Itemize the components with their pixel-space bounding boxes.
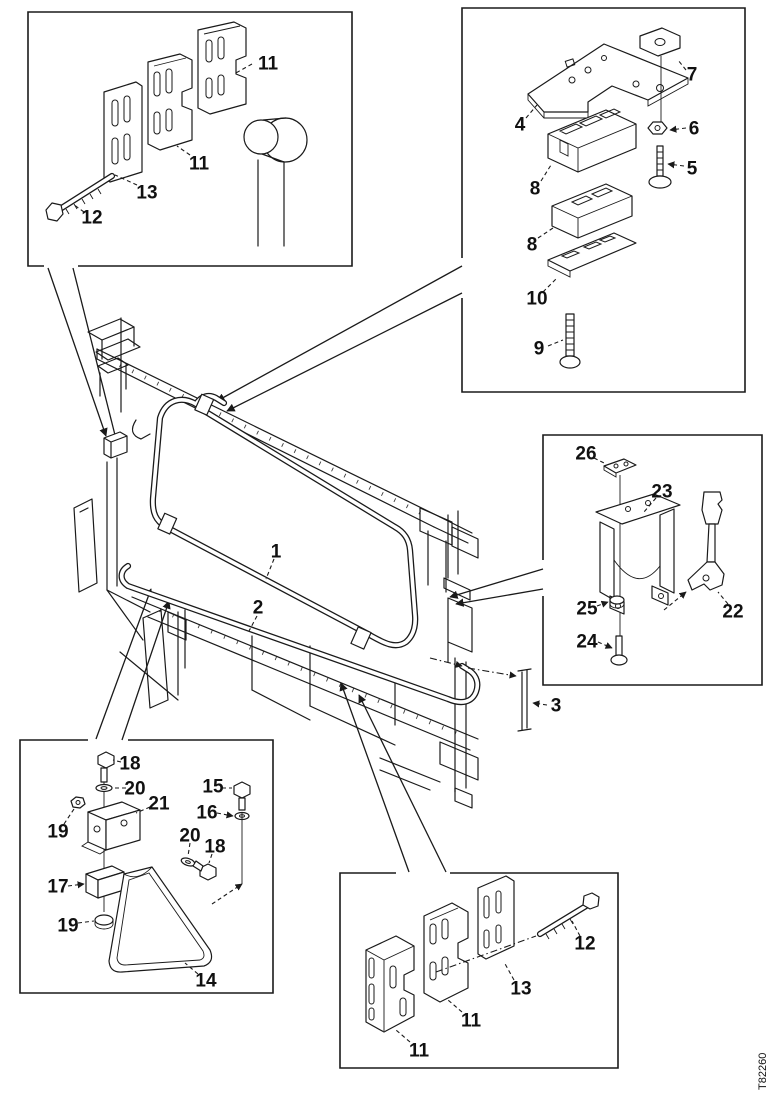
lower-frame (132, 597, 478, 808)
bolt-15 (234, 782, 250, 810)
callout-label-8-8: 8 (530, 179, 541, 200)
plate-13-2 (478, 876, 514, 959)
bolt-5 (649, 146, 671, 188)
harness-2 (122, 566, 478, 702)
plate-13 (104, 82, 142, 182)
callout-label-24-15: 24 (576, 632, 598, 653)
bottom-left-callout-leaders (64, 760, 234, 974)
detail-box-top-left (28, 12, 352, 266)
callout-label-11-1: 11 (189, 154, 210, 175)
nut-19-top (71, 797, 85, 808)
callout-label-18-27: 18 (204, 837, 225, 858)
pad-11-middle2 (424, 903, 468, 1002)
detail-box-middle-right (543, 435, 762, 685)
detail-box-bottom-left (20, 740, 273, 993)
bolt-12-2 (436, 893, 599, 972)
top-left-callout-leaders (73, 64, 252, 212)
callout-label-18-20: 18 (119, 754, 140, 775)
callout-label-1-17: 1 (271, 542, 282, 563)
pad-11-middle (148, 54, 192, 150)
callout-label-4-5: 4 (515, 115, 526, 136)
callout-label-13-32: 13 (510, 979, 531, 1000)
detail-leader-lines (48, 266, 543, 872)
callout-label-20-21: 20 (124, 779, 145, 800)
mirror-14 (109, 867, 212, 972)
callout-label-10-10: 10 (526, 289, 547, 310)
plate-10 (548, 233, 636, 277)
detail-bottom-left-parts (64, 752, 250, 974)
knob-connector (244, 118, 307, 246)
figure-code: T82260 (757, 1053, 769, 1090)
nut-25 (610, 596, 624, 608)
detail-bottom-center-parts (366, 876, 599, 1042)
strap-22 (688, 492, 724, 590)
detail-top-left-parts (46, 22, 307, 246)
callout-label-6-6: 6 (689, 119, 700, 140)
callout-label-19-29: 19 (57, 916, 78, 937)
callout-label-23-13: 23 (651, 482, 672, 503)
pad-8-upper (548, 109, 636, 172)
nut-19-bottom (95, 915, 113, 929)
callout-label-26-12: 26 (575, 444, 596, 465)
harness-clamps (158, 394, 371, 649)
callout-label-8-9: 8 (527, 235, 538, 256)
pad-8-lower (552, 184, 632, 238)
callout-label-17-28: 17 (47, 877, 68, 898)
callout-label-11-0: 11 (258, 54, 279, 75)
bolt-9 (560, 314, 580, 368)
left-upper-bracket (88, 318, 140, 412)
clamp-bracket-7 (640, 28, 680, 124)
bolt-18-mid (193, 861, 216, 880)
pin-part-3 (430, 658, 531, 731)
callout-label-9-11: 9 (534, 339, 545, 360)
callout-label-22-16: 22 (722, 602, 743, 623)
callout-label-15-24: 15 (202, 777, 224, 798)
callout-label-5-7: 5 (687, 159, 698, 180)
callout-label-11-34: 11 (409, 1041, 430, 1062)
detail-top-right-parts (526, 28, 688, 368)
plate-26 (604, 459, 636, 477)
callout-label-14-30: 14 (195, 971, 217, 992)
callout-label-21-22: 21 (148, 794, 170, 815)
main-assembly-view (74, 318, 547, 808)
post-harness-clamp (104, 432, 127, 458)
nut-6 (648, 122, 667, 134)
callout-label-12-31: 12 (574, 934, 595, 955)
pad-11-right (198, 22, 246, 114)
detail-middle-right-parts (594, 458, 728, 665)
washer-20-top (96, 785, 112, 792)
mount-plate-4 (528, 44, 688, 118)
callout-label-12-3: 12 (81, 208, 102, 229)
right-mid-bracket (444, 511, 472, 662)
callout-label-7-4: 7 (687, 65, 698, 86)
left-post (74, 420, 178, 708)
bottom-center-callout-leaders (396, 921, 580, 1042)
bolt-18-top (98, 752, 114, 782)
callout-label-2-18: 2 (253, 598, 264, 619)
assembly-dash (664, 591, 687, 610)
main-callout-leaders (249, 559, 547, 708)
callout-label-11-33: 11 (461, 1011, 482, 1032)
callout-label-25-14: 25 (576, 599, 598, 620)
top-right-callout-leaders (526, 60, 686, 346)
pad-11-left2 (366, 936, 414, 1032)
bracket-21 (82, 802, 140, 854)
callout-label-3-19: 3 (551, 696, 562, 717)
middle-right-callout-leaders (594, 458, 728, 649)
bolt-12 (46, 176, 112, 221)
assembly-dash (212, 884, 243, 904)
callout-label-19-23: 19 (47, 822, 68, 843)
callout-label-13-2: 13 (136, 183, 157, 204)
callout-label-20-26: 20 (179, 826, 200, 847)
bolt-24 (611, 636, 627, 665)
detail-box-top-right (462, 8, 745, 392)
bracket-23 (596, 494, 680, 614)
callout-label-16-25: 16 (196, 803, 217, 824)
right-rail-bracket (420, 508, 478, 592)
bracket-17 (86, 866, 124, 898)
detail-box-bottom-center (340, 873, 618, 1068)
